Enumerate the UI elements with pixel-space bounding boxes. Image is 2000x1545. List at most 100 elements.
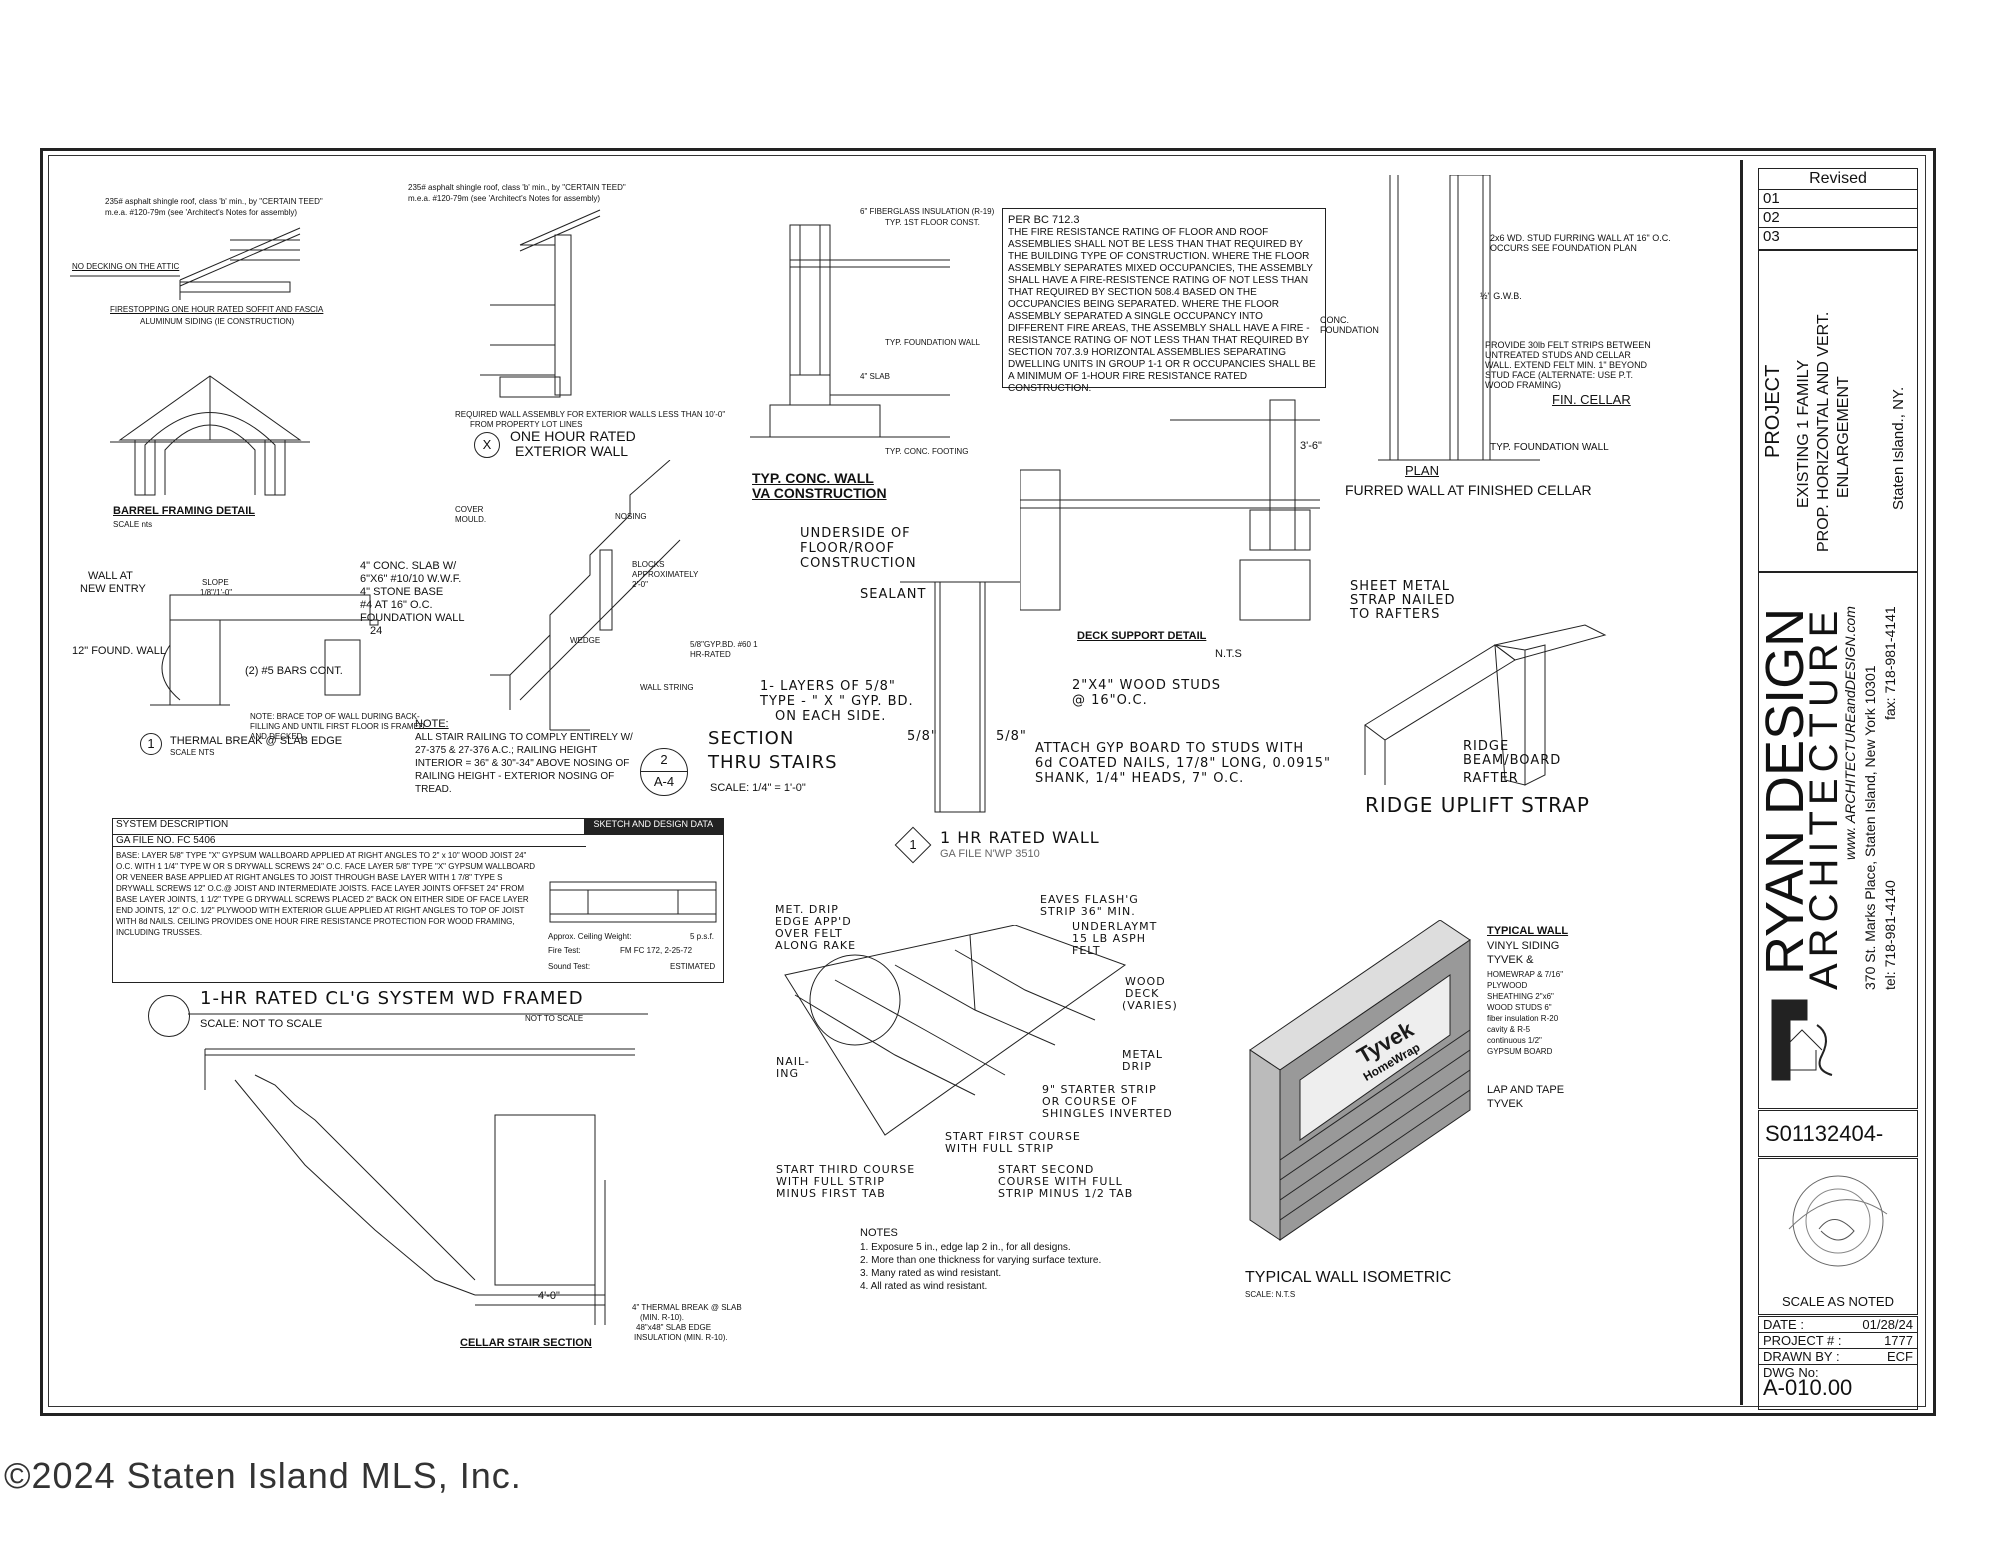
shingle-met-1: MET. DRIP bbox=[775, 903, 839, 916]
deck-title: DECK SUPPORT DETAIL bbox=[1077, 630, 1207, 642]
rated-attach-2: 6d COATED NAILS, 17/8" LONG, 0.0915" bbox=[1035, 756, 1331, 771]
rated-layers-1: 1- LAYERS OF 5/8" bbox=[760, 679, 896, 694]
ridge-title: RIDGE UPLIFT STRAP bbox=[1365, 793, 1590, 817]
rated-wall-drawing bbox=[900, 581, 1020, 813]
revision-row-1: 01 bbox=[1759, 190, 1917, 209]
project-line-3: ENLARGEMENT bbox=[1835, 376, 1852, 498]
shingle-note-3: 3. Many rated as wind resistant. bbox=[860, 1268, 1002, 1279]
stair-note-head: NOTE: bbox=[415, 718, 449, 730]
iso-l2: TYVEK & bbox=[1487, 954, 1534, 966]
rated-layers-3: ON EACH SIDE. bbox=[775, 709, 887, 724]
thermal-slope: SLOPE bbox=[202, 578, 229, 587]
dwg-no-value: A-010.00 bbox=[1763, 1375, 1853, 1400]
thermal-slope-val: 1/8"/1'-0" bbox=[200, 588, 233, 597]
rated-dim-left: 5/8" bbox=[907, 729, 938, 744]
furred-conc: CONC. FOUNDATION bbox=[1320, 315, 1379, 335]
cellar-scale-2: NOT TO SCALE bbox=[525, 1014, 584, 1023]
ceiling-title: 1-HR RATED CL'G SYSTEM WD FRAMED bbox=[200, 988, 584, 1009]
shingle-drawing bbox=[784, 925, 1127, 1136]
shingle-under-2: 15 LB ASPH bbox=[1072, 932, 1147, 945]
rated-wall-num: 1 bbox=[909, 837, 917, 852]
firm-tel: tel: 718-981-4140 bbox=[1882, 880, 1898, 990]
revised-header: Revised bbox=[1759, 169, 1917, 190]
ext-wall-note-2: m.e.a. #120-79m (see 'Architect's Notes … bbox=[408, 194, 601, 203]
thermal-found-12: 12" FOUND. WALL bbox=[72, 645, 166, 657]
shingle-wood-1: WOOD bbox=[1125, 975, 1166, 988]
iso-l8: cavity & R-5 bbox=[1487, 1025, 1531, 1034]
barrel-title: BARREL FRAMING DETAIL bbox=[113, 505, 255, 517]
dwg-no-label: DWG No: bbox=[1763, 1365, 1819, 1380]
barrel-framing-drawing bbox=[110, 375, 310, 496]
ceiling-joist-sketch bbox=[549, 881, 717, 923]
thermal-num: 1 bbox=[147, 736, 155, 751]
fire-note-text: THE FIRE RESISTANCE RATING OF FLOOR AND … bbox=[1008, 227, 1316, 394]
iso-l7: fiber insulation R-20 bbox=[1487, 1014, 1559, 1023]
rated-studs-1: 2"X4" WOOD STUDS bbox=[1072, 678, 1221, 693]
fire-note-ref: PER BC 712.3 bbox=[1008, 214, 1080, 226]
revision-row-2: 02 bbox=[1759, 209, 1917, 228]
thermal-stone: 4" STONE BASE bbox=[360, 586, 444, 598]
stair-wedge: WEDGE bbox=[570, 636, 601, 645]
ceiling-title-underline bbox=[188, 1013, 648, 1015]
thermal-bars-cont: (2) #5 BARS CONT. bbox=[245, 665, 343, 677]
project-panel bbox=[1758, 250, 1918, 572]
sheet-inner-border bbox=[48, 155, 1926, 1407]
ridge-sheet-3: TO RAFTERS bbox=[1350, 607, 1441, 622]
firm-subtitle: ARCHITECTURE bbox=[1802, 604, 1846, 990]
stair-scale: SCALE: 1/4" = 1'-0" bbox=[710, 782, 806, 794]
date-value: 01/28/24 bbox=[1862, 1317, 1913, 1332]
shingle-third-1: START THIRD COURSE bbox=[776, 1163, 916, 1176]
ceiling-sys-desc: SYSTEM DESCRIPTION bbox=[116, 819, 229, 830]
ceiling-fire-label: Fire Test: bbox=[548, 946, 581, 955]
shingle-nail-2: ING bbox=[776, 1067, 799, 1080]
ceiling-spec-box: SYSTEM DESCRIPTION SKETCH AND DESIGN DAT… bbox=[112, 818, 724, 983]
shingle-wood-2: DECK bbox=[1125, 987, 1160, 1000]
cellar-stair-drawing bbox=[204, 1048, 635, 1325]
conc-wall-drawing bbox=[750, 224, 950, 438]
ridge-sheet-1: SHEET METAL bbox=[1350, 579, 1451, 594]
mls-watermark: ©2024 Staten Island MLS, Inc. bbox=[4, 1455, 522, 1496]
shingle-eaves-2: STRIP 36" MIN. bbox=[1040, 905, 1136, 918]
rated-wall-ga: GA FILE N'WP 3510 bbox=[940, 848, 1040, 860]
iso-l10: GYPSUM BOARD bbox=[1487, 1047, 1553, 1056]
shingle-first-1: START FIRST COURSE bbox=[945, 1130, 1081, 1143]
ext-wall-title-2: EXTERIOR WALL bbox=[515, 443, 629, 459]
deck-support-drawing bbox=[1020, 399, 1320, 621]
thermal-scale: SCALE NTS bbox=[170, 748, 215, 757]
rated-underside-2: FLOOR/ROOF bbox=[800, 541, 896, 556]
iso-lap-2: TYVEK bbox=[1487, 1098, 1524, 1110]
thermal-wwf: 6"X6" #10/10 W.W.F. bbox=[360, 573, 462, 585]
roof-note-2: m.e.a. #120-79m (see 'Architect's Notes … bbox=[105, 208, 298, 217]
iso-l6: WOOD STUDS 6" bbox=[1487, 1003, 1552, 1012]
shingle-note-1: 1. Exposure 5 in., edge lap 2 in., for a… bbox=[860, 1242, 1071, 1253]
thermal-marker: 1 bbox=[140, 733, 162, 755]
iso-head: TYPICAL WALL bbox=[1487, 925, 1569, 937]
thermal-note: NOTE: BRACE TOP OF WALL DURING BACK-FILL… bbox=[250, 712, 425, 741]
furred-plan: PLAN bbox=[1405, 463, 1439, 478]
stair-title-2: THRU STAIRS bbox=[708, 752, 838, 773]
ridge-sheet-2: STRAP NAILED bbox=[1350, 593, 1456, 608]
rated-dim-right: 5/8" bbox=[996, 729, 1027, 744]
roof-caption-2: ALUMINUM SIDING (IE CONSTRUCTION) bbox=[140, 317, 295, 326]
rated-underside-3: CONSTRUCTION bbox=[800, 556, 917, 571]
thermal-title: THERMAL BREAK @ SLAB EDGE bbox=[170, 735, 343, 747]
drawn-by-value: ECF bbox=[1887, 1349, 1913, 1364]
furred-title: FURRED WALL AT FINISHED CELLAR bbox=[1345, 482, 1592, 498]
shingle-third-3: MINUS FIRST TAB bbox=[776, 1187, 886, 1200]
rated-wall-title: 1 HR RATED WALL bbox=[940, 828, 1100, 847]
project-no-label: PROJECT # : bbox=[1763, 1333, 1842, 1348]
shingle-second-1: START SECOND bbox=[998, 1163, 1095, 1176]
conc-wall-l1: 6" FIBERGLASS INSULATION (R-19) bbox=[860, 207, 995, 216]
wall-isometric-drawing bbox=[1249, 920, 1471, 1241]
ext-wall-note-1: 235# asphalt shingle roof, class 'b' min… bbox=[408, 183, 626, 192]
shingle-under-1: UNDERLAYMT bbox=[1072, 920, 1158, 933]
stair-section-marker: 2 A-4 bbox=[640, 748, 688, 796]
conc-wall-title-2: VA CONSTRUCTION bbox=[752, 485, 887, 501]
ridge-rafter: RAFTER bbox=[1463, 771, 1519, 786]
project-location: Staten Island., NY. bbox=[1890, 386, 1907, 510]
ceiling-weight: 5 p.s.f. bbox=[690, 932, 715, 941]
iso-scale: SCALE: N.T.S bbox=[1245, 1290, 1296, 1299]
cellar-thermal-4: INSULATION (MIN. R-10). bbox=[634, 1333, 728, 1342]
iso-l9: continuous 1/2" bbox=[1487, 1036, 1542, 1045]
drawn-by-label: DRAWN BY : bbox=[1763, 1349, 1840, 1364]
